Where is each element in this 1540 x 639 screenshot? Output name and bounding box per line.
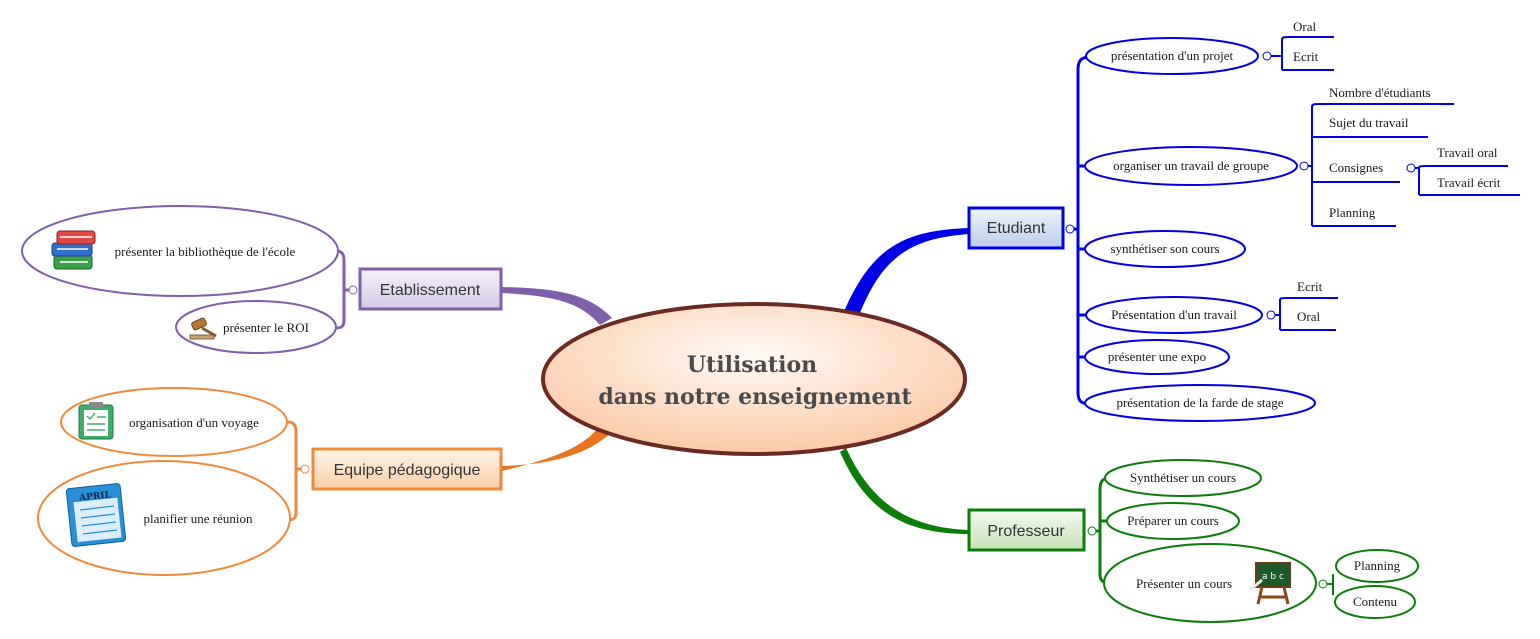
collapse-toggle[interactable] [1406,163,1416,173]
subtopic-synthetiser-cours[interactable] [1104,459,1262,497]
blackboard-icon-text: a b c [1262,572,1284,582]
subtopic-label: présenter la bibliothèque de l'école [115,244,296,259]
subtopic-label: présentation d'un projet [1111,48,1234,63]
collapse-toggle[interactable] [1318,579,1328,589]
connector-equipe [502,426,612,471]
subtopic-presentation-travail[interactable] [1085,296,1263,334]
leaf-label: Travail écrit [1437,175,1501,190]
leaf-label: Sujet du travail [1329,115,1409,130]
subtopic-preparer-cours[interactable] [1106,502,1240,540]
leaf-label: Contenu [1353,594,1398,609]
subtopic-roi[interactable] [175,300,337,354]
professeur-bracket [1096,476,1111,585]
subtopic-label: planifier une réunion [143,511,253,526]
connector-etudiant [842,228,970,318]
subtopic-farde-stage[interactable] [1084,384,1316,422]
leaf-label: Oral [1293,19,1316,34]
gavel-icon [189,317,217,340]
connector-professeur [840,448,970,534]
subtopic-voyage[interactable] [60,387,288,457]
subtopic-travail-groupe[interactable] [1084,146,1298,186]
collapse-toggle[interactable] [1087,526,1097,536]
central-title-line1: Utilisation [687,352,817,378]
subtopic-label: Présenter un cours [1136,576,1232,591]
topic-equipe-pedagogique[interactable] [311,447,503,491]
collapse-toggle[interactable] [348,285,358,295]
topic-etablissement[interactable] [358,267,503,311]
subtopic-expo[interactable] [1084,339,1230,375]
leaf-bracket [1308,103,1454,227]
topic-etablissement-label: Etablissement [380,282,481,299]
leaf-label: Ecrit [1293,49,1319,64]
books-icon [51,230,96,270]
leaf-label: Ecrit [1297,279,1323,294]
etablissement-bracket [335,249,349,330]
collapse-toggle[interactable] [1299,161,1309,171]
leaf-label: Travail oral [1437,145,1498,160]
calendar-icon-text: APRIL [78,490,112,503]
topic-professeur-label: Professeur [987,523,1065,540]
topic-equipe-label: Equipe pédagogique [334,462,481,479]
subtopic-label: Préparer un cours [1127,513,1219,528]
subtopic-synthetiser[interactable] [1084,230,1246,268]
leaf-label: Planning [1354,558,1401,573]
blackboard-icon: a b c [1249,562,1291,605]
leaf-bracket [1275,297,1338,331]
topic-etudiant-label: Etudiant [987,220,1046,237]
collapse-toggle[interactable] [300,464,310,474]
collapse-toggle[interactable] [1262,51,1272,61]
subtopic-label: présentation de la farde de stage [1116,395,1283,410]
leaf-label: Planning [1329,205,1376,220]
central-topic[interactable] [541,302,967,456]
leaf-label: Consignes [1329,160,1383,175]
subtopic-label: synthétiser son cours [1110,241,1219,256]
calendar-icon: APRIL [65,483,127,547]
subtopic-presentation-projet[interactable] [1085,37,1259,75]
collapse-toggle[interactable] [1266,310,1276,320]
leaf-planning[interactable] [1335,549,1419,583]
etudiant-bracket [1074,55,1091,406]
subtopic-bibliotheque[interactable] [21,205,339,297]
leaf-label: Nombre d'étudiants [1329,85,1431,100]
collapse-toggle[interactable] [1065,224,1075,234]
leaf-bracket [1271,36,1334,71]
leaf-label: Oral [1297,309,1320,324]
subtopic-label: Synthétiser un cours [1130,470,1236,485]
topic-professeur[interactable] [967,508,1086,552]
equipe-bracket [287,420,301,522]
leaf-contenu[interactable] [1334,585,1416,619]
subtopic-label: organiser un travail de groupe [1113,158,1269,173]
leaf-bracket [1327,574,1334,595]
subtopic-label: Présentation d'un travail [1111,307,1237,322]
subtopic-label: présenter une expo [1108,349,1206,364]
clipboard-icon [78,402,114,440]
connector-etablissement [502,287,612,325]
subtopic-label: organisation d'un voyage [129,415,259,430]
topic-etudiant[interactable] [967,206,1065,250]
subtopic-label: présenter le ROI [223,320,309,335]
central-title-line2: dans notre enseignement [598,384,912,410]
leaf-bracket [1415,165,1520,196]
